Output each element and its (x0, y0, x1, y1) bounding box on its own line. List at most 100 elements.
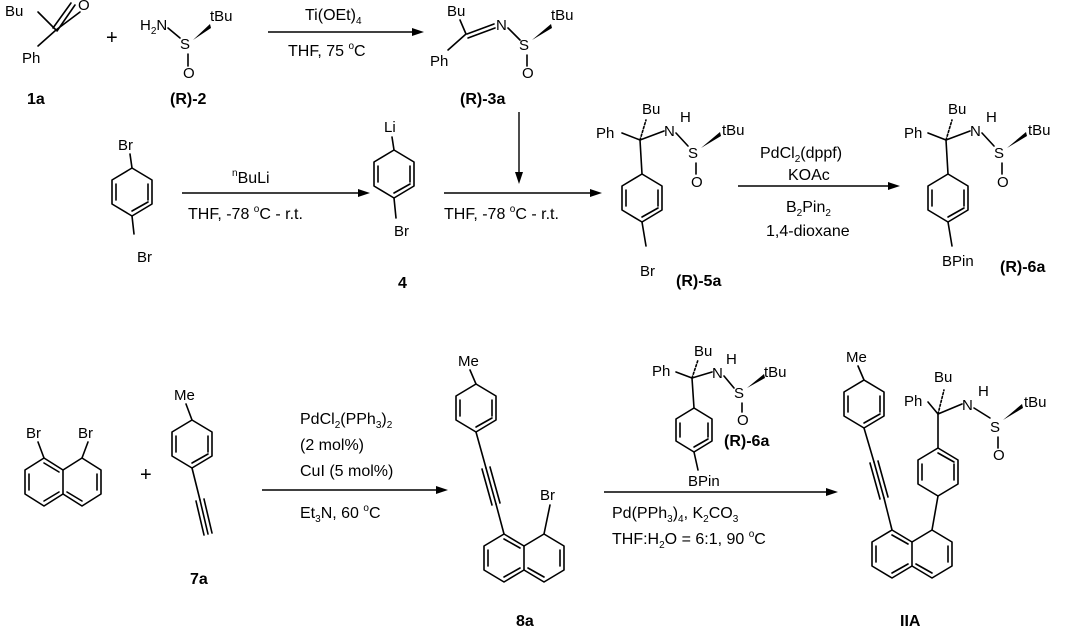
bromine-atom: Br (540, 487, 555, 504)
reaction-arrow-down (515, 112, 523, 184)
amine-nitrogen: N (962, 397, 973, 414)
compound-dibromonaphthalene: Br Br (24, 425, 102, 507)
catalyst-pd-pph3-k2co3: Pd(PPh3)4, K2CO3 (612, 505, 739, 525)
methyl-group: Me (846, 349, 867, 366)
tert-butyl-group: tBu (764, 364, 787, 381)
conditions-thf-water: THF:H2O = 6:1, 90 oC (612, 529, 766, 551)
sulfinyl-oxygen: O (522, 65, 534, 82)
reaction-arrow-5: PdCl2(PPh3)2 (2 mol%) CuI (5 mol%) Et3N,… (262, 411, 448, 525)
compound-label-r2: (R)-2 (170, 91, 207, 108)
sulfur-atom: S (688, 145, 698, 162)
tert-butyl-group: tBu (210, 8, 233, 25)
sulfur-atom: S (734, 385, 744, 402)
compound-iia: Me Ph Bu N H S O tBu IIA (843, 349, 1047, 630)
compound-label-r5a: (R)-5a (676, 273, 721, 290)
amine-hydrogen: H (978, 383, 989, 400)
compound-label-7a: 7a (190, 571, 208, 588)
sulfur-atom: S (994, 145, 1004, 162)
conditions-thf-75c: THF, 75 oC (288, 41, 366, 60)
bromine-8: Br (78, 425, 93, 442)
compound-label-r6a: (R)-6a (1000, 259, 1045, 276)
sulfur-atom: S (990, 419, 1000, 436)
sulfinyl-oxygen: O (997, 174, 1009, 191)
conditions-et3n-60c: Et3N, 60 oC (300, 503, 381, 525)
reagent-ti-oet4: Ti(OEt)4 (305, 7, 362, 27)
compound-label-8a: 8a (516, 613, 534, 630)
compound-label-1a: 1a (27, 91, 45, 108)
reagent-nbuli: nBuLi (232, 168, 270, 187)
phenyl-group: Ph (430, 53, 448, 70)
phenyl-group: Ph (652, 363, 670, 380)
amine-hydrogen: H (680, 109, 691, 126)
butyl-group: Bu (948, 101, 966, 118)
reagent-koac: KOAc (788, 167, 830, 184)
compound-1a: Bu O Ph 1a (5, 0, 90, 108)
bromine-bottom: Br (137, 249, 152, 266)
plus-sign: + (140, 464, 152, 486)
catalyst-loading-2mol: (2 mol%) (300, 437, 364, 454)
reaction-arrow-1: Ti(OEt)4 THF, 75 oC (268, 7, 424, 60)
cocatalyst-cui: CuI (5 mol%) (300, 463, 393, 480)
phenyl-group: Ph (904, 393, 922, 410)
compound-label-r3a: (R)-3a (460, 91, 505, 108)
butyl-group: Bu (694, 343, 712, 360)
amine-hydrogen: H (726, 351, 737, 368)
bromine-top: Br (118, 137, 133, 154)
butyl-group: Bu (642, 101, 660, 118)
reaction-arrow-4: PdCl2(dppf) KOAc B2Pin2 1,4-dioxane (738, 145, 900, 240)
bromine-1: Br (26, 425, 41, 442)
tert-butyl-group: tBu (1028, 122, 1051, 139)
lithium-atom: Li (384, 119, 396, 136)
sulfur-atom: S (519, 37, 529, 54)
reaction-arrow-2: nBuLi THF, -78 oC - r.t. (182, 168, 370, 223)
compound-r2: H2N S O tBu (R)-2 (140, 8, 233, 108)
amine-nitrogen: N (712, 365, 723, 382)
plus-sign: + (106, 27, 118, 49)
reaction-arrow-3: THF, -78 oC - r.t. (444, 189, 602, 223)
solvent-dioxane: 1,4-dioxane (766, 223, 850, 240)
methyl-group: Me (174, 387, 195, 404)
tert-butyl-group: tBu (722, 122, 745, 139)
amine-nitrogen: N (970, 123, 981, 140)
compound-dibromobenzene: Br Br (111, 137, 153, 266)
amine-hydrogen: H (986, 109, 997, 126)
compound-r5a: Ph Bu N H S O tBu Br (R)-5a (596, 101, 745, 290)
tert-butyl-group: tBu (1024, 394, 1047, 411)
sulfinyl-oxygen: O (737, 412, 749, 429)
sulfur-atom: S (180, 36, 190, 53)
sulfinyl-oxygen: O (691, 174, 703, 191)
compound-4: Li Br 4 (373, 119, 415, 292)
compound-label-r6a: (R)-6a (724, 433, 769, 450)
compound-r3a: Bu Ph N S O tBu (R)-3a (430, 3, 574, 108)
bromine-atom: Br (394, 223, 409, 240)
bromine-atom: Br (640, 263, 655, 280)
boronate-bpin: BPin (942, 253, 974, 270)
phenyl-group: Ph (596, 125, 614, 142)
butyl-group: Bu (5, 3, 23, 20)
phenyl-group: Ph (904, 125, 922, 142)
compound-r6a: Ph Bu N H S O tBu BPin (R)-6a (904, 101, 1051, 276)
tert-butyl-group: tBu (551, 7, 574, 24)
catalyst-pdcl2-pph3: PdCl2(PPh3)2 (300, 411, 393, 431)
compound-label-4: 4 (398, 275, 407, 292)
butyl-group: Bu (934, 369, 952, 386)
conditions-thf-minus78: THF, -78 oC - r.t. (444, 204, 559, 223)
reagent-pdcl2-dppf: PdCl2(dppf) (760, 145, 842, 165)
conditions-thf-minus78: THF, -78 oC - r.t. (188, 204, 303, 223)
compound-label-iia: IIA (900, 613, 921, 630)
compound-7a: Me 7a (171, 387, 213, 588)
butyl-group: Bu (447, 3, 465, 20)
imine-nitrogen: N (496, 17, 507, 34)
phenyl-group: Ph (22, 50, 40, 67)
amine-nitrogen: N (664, 123, 675, 140)
carbonyl-oxygen: O (78, 0, 90, 14)
amine-nh2: H2N (140, 17, 167, 37)
reaction-arrow-6: Pd(PPh3)4, K2CO3 THF:H2O = 6:1, 90 oC (604, 488, 838, 551)
compound-8a: Me Br 8a (455, 353, 565, 630)
reagent-b2pin2: B2Pin2 (786, 199, 831, 219)
boronate-bpin: BPin (688, 473, 720, 490)
compound-r6a-reagent: Ph Bu N H S O tBu BPin (R)-6a (652, 343, 787, 490)
sulfinyl-oxygen: O (183, 65, 195, 82)
sulfinyl-oxygen: O (993, 447, 1005, 464)
